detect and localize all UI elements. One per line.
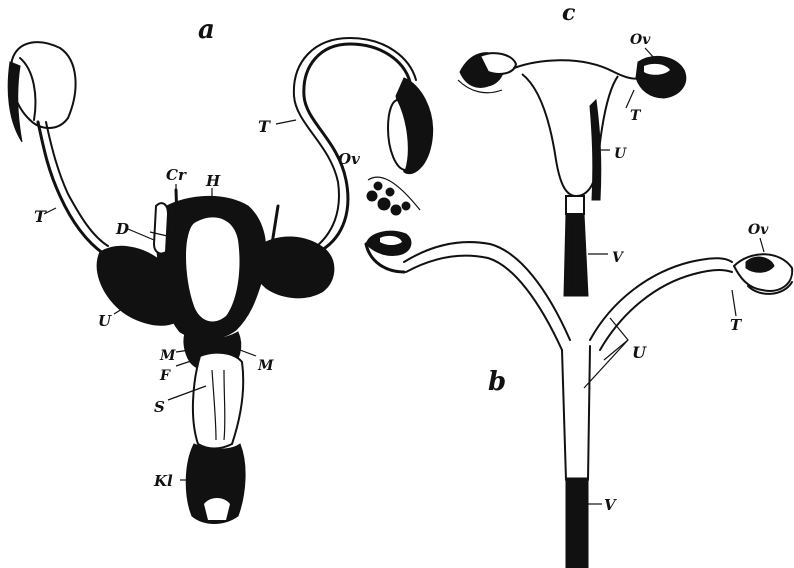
panel-a-letter: a [198,15,215,45]
label-a-m-right: M [257,358,274,374]
label-a-kl: Kl [153,472,173,490]
label-b-ov: Ov [748,222,769,238]
label-a-h: H [205,172,221,190]
label-a-ov: Ov [338,150,360,168]
label-a-cr: Cr [166,166,187,184]
panel-b-leaders [584,238,764,504]
label-c-u: U [614,146,627,162]
label-c-v: V [612,250,625,266]
label-a-tube-right: T [258,117,271,136]
label-a-d: D [115,220,129,238]
label-b-v: V [604,496,617,514]
panel-b-letter: b [488,367,506,397]
label-b-u: U [632,343,647,362]
label-a-f: F [159,368,171,384]
label-a-u: U [98,312,112,330]
panel-a-drawing [8,38,432,524]
label-c-t: T [630,108,642,124]
label-a-m-left: M [159,348,176,364]
label-a-tube-left: T [34,207,47,226]
panel-c-letter: c [562,0,576,26]
label-b-t: T [730,316,743,334]
label-c-ov: Ov [630,32,651,48]
label-a-s: S [154,398,165,416]
